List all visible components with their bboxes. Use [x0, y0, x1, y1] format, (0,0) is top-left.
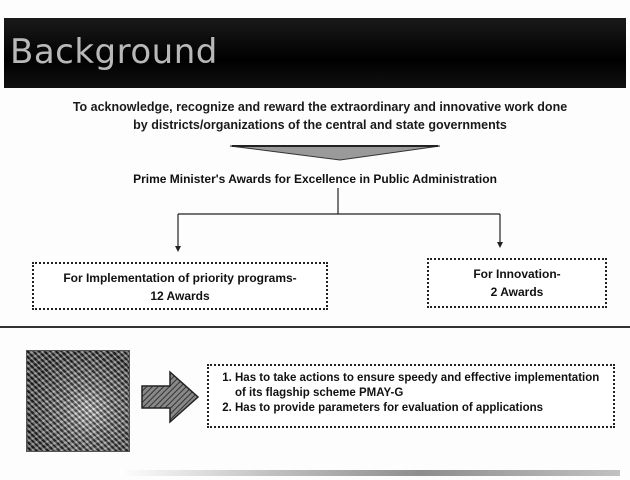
- action-item: Has to provide parameters for evaluation…: [235, 401, 605, 416]
- slide-title: Background: [10, 32, 218, 72]
- title-bar: Background: [4, 18, 626, 88]
- innovation-line-2: 2 Awards: [490, 285, 544, 299]
- branch-right-arrowhead: [497, 242, 503, 248]
- award-title: Prime Minister's Awards for Excellence i…: [133, 172, 497, 186]
- intro-line-1: To acknowledge, recognize and reward the…: [72, 100, 568, 114]
- document-thumbnail-image: [26, 350, 130, 452]
- bottom-strip: [120, 470, 620, 476]
- actions-list: Has to take actions to ensure speedy and…: [217, 371, 605, 416]
- priority-programs-box: For Implementation of priority programs-…: [32, 262, 328, 310]
- intro-text: To acknowledge, recognize and reward the…: [20, 98, 620, 134]
- action-item: Has to take actions to ensure speedy and…: [235, 371, 605, 401]
- actions-box: Has to take actions to ensure speedy and…: [207, 364, 615, 428]
- right-arrow-icon: [141, 370, 200, 424]
- branch-left-arrowhead: [175, 246, 181, 252]
- section-divider: [0, 326, 630, 328]
- priority-programs-line-1: For Implementation of priority programs-: [63, 271, 297, 285]
- down-wedge-arrow: [229, 145, 441, 161]
- intro-line-2: by districts/organizations of the centra…: [133, 118, 507, 132]
- innovation-box: For Innovation- 2 Awards: [427, 258, 607, 308]
- innovation-line-1: For Innovation-: [473, 267, 561, 281]
- priority-programs-line-2: 12 Awards: [150, 289, 210, 303]
